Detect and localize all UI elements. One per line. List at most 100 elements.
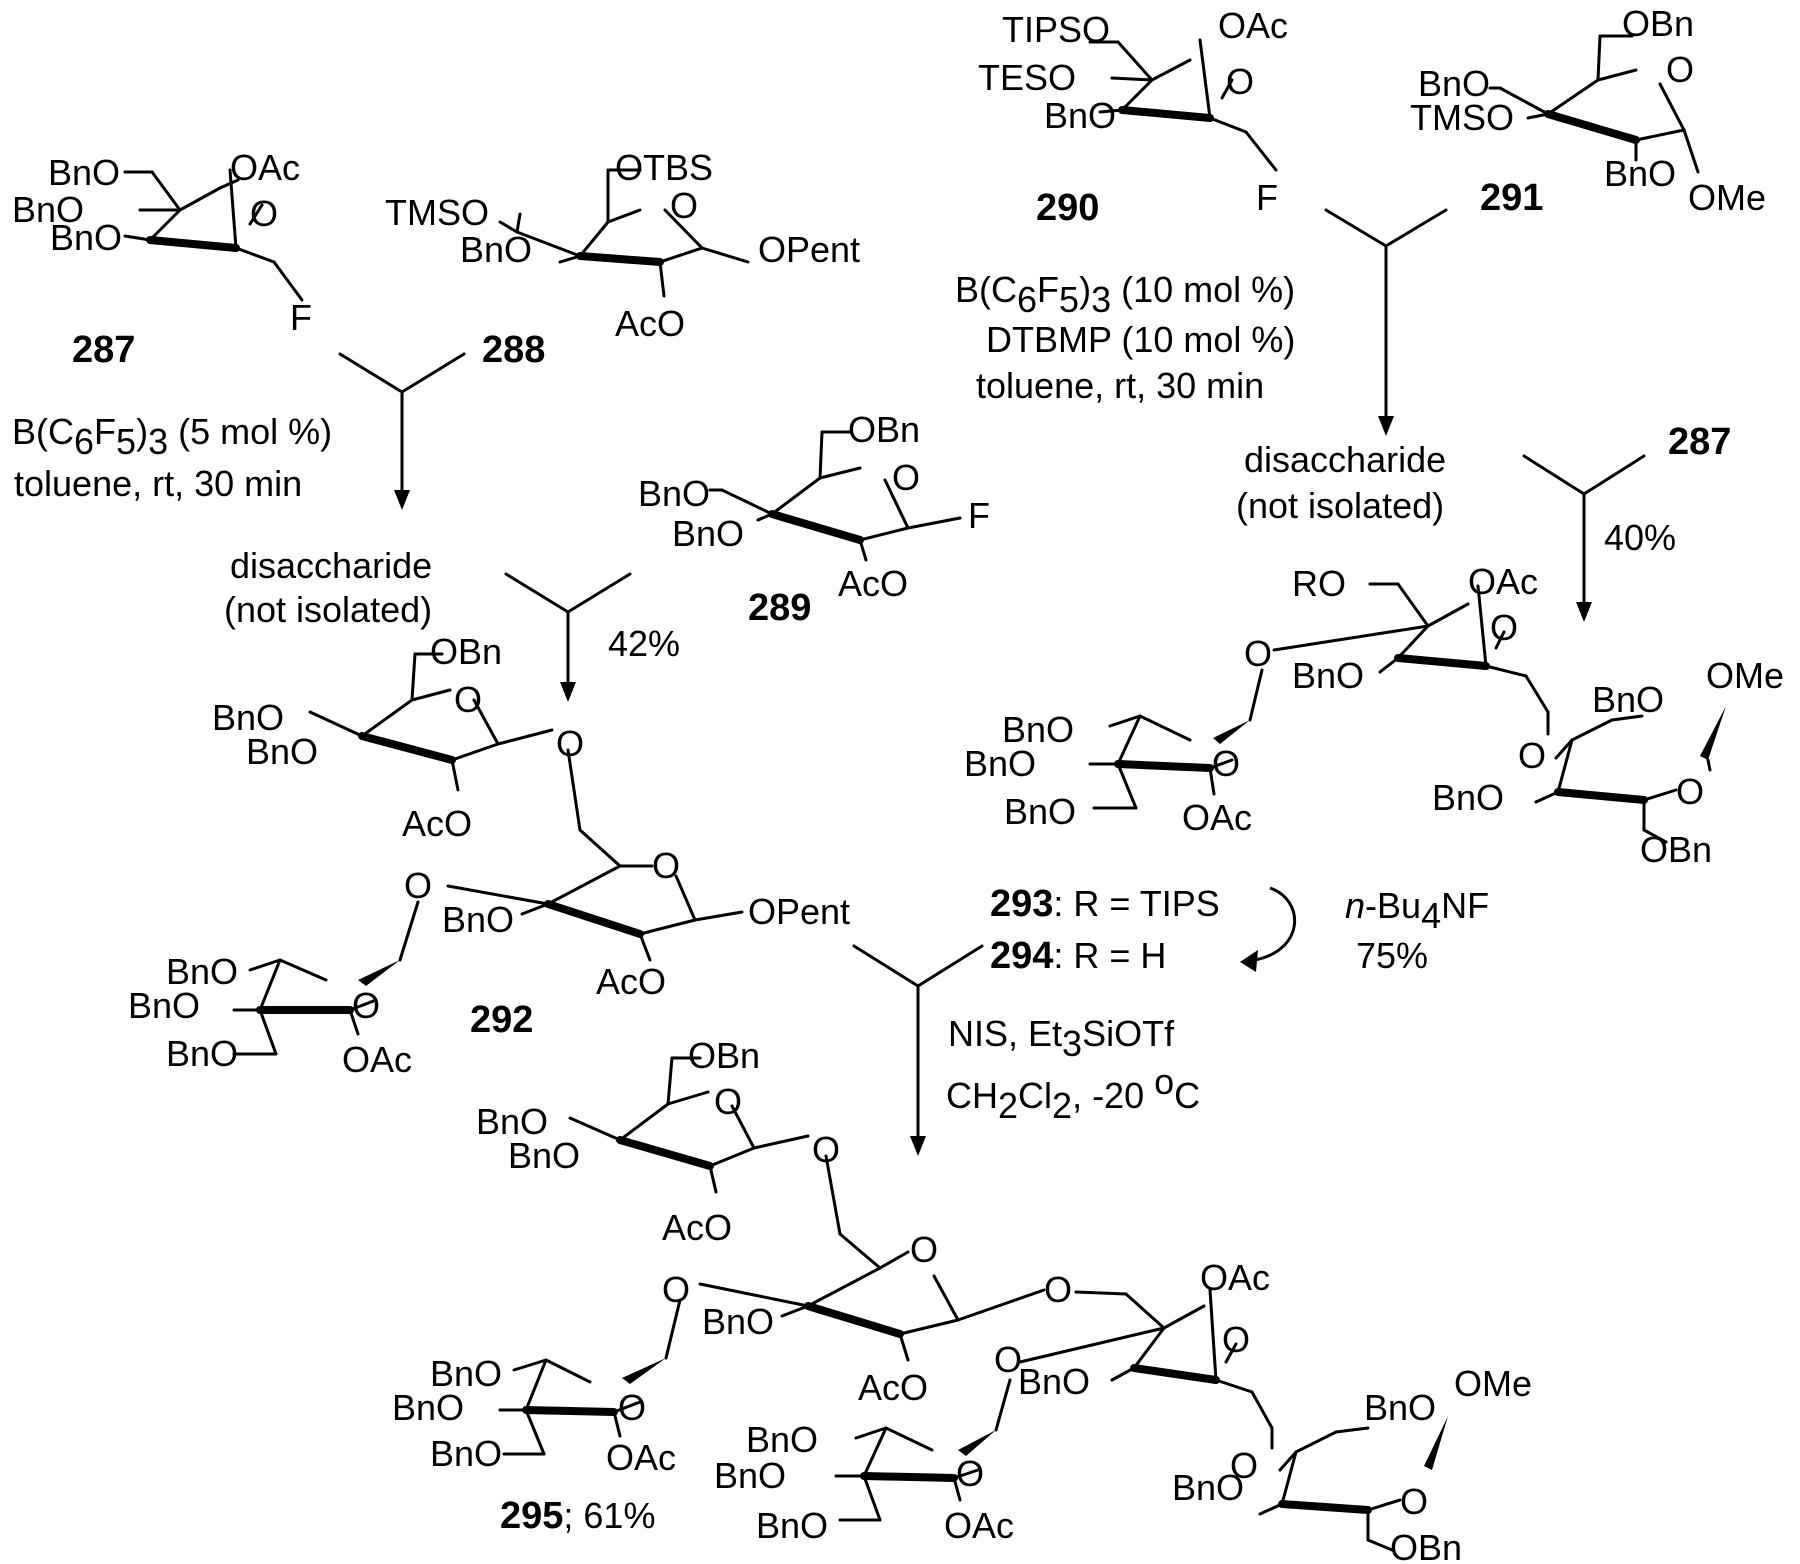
m295-link-o-5: O xyxy=(1230,1445,1258,1486)
step3-reagents: NIS, Et3SiOTf xyxy=(948,1013,1175,1064)
m293-ring-o-2: O xyxy=(1212,743,1240,784)
m293-oac-2: OAc xyxy=(1182,797,1252,838)
m292-aco-2: AcO xyxy=(596,961,666,1002)
m293-ring-o-1: O xyxy=(1490,607,1518,648)
m295-obn-2: OBn xyxy=(1390,1527,1462,1564)
label-287: 287 xyxy=(72,329,135,371)
m292-bno-2: BnO xyxy=(246,731,318,772)
step1-yield: 42% xyxy=(608,623,680,664)
m293-bno-4: BnO xyxy=(964,743,1036,784)
deprotection-arrow xyxy=(1254,886,1296,962)
m292-ring-o-3: O xyxy=(352,985,380,1026)
label-287-reagent: 287 xyxy=(1668,421,1731,463)
step2-catalyst: B(C6F5)3 (10 mol %) xyxy=(955,269,1295,320)
step1-intermediate-2: (not isolated) xyxy=(224,589,432,630)
step2-intermediate-1: disaccharide xyxy=(1244,439,1446,480)
step1-catalyst: B(C6F5)3 (5 mol %) xyxy=(12,411,332,462)
m295-bno-2: BnO xyxy=(508,1135,580,1176)
label-290: 290 xyxy=(1036,187,1099,229)
m295-ome: OMe xyxy=(1454,1363,1532,1404)
structure-288: OTBS TMSO O BnO OPent AcO 288 xyxy=(385,147,860,371)
m292-bno-6: BnO xyxy=(166,1033,238,1074)
m295-ring-o-1: O xyxy=(714,1081,742,1122)
m293-obn: OBn xyxy=(1640,829,1712,870)
structure-287: BnO OAc BnO O BnO F 287 xyxy=(12,147,312,371)
step3-arrow xyxy=(852,944,984,1156)
step2-base: DTBMP (10 mol %) xyxy=(986,319,1295,360)
tbaf-yield: 75% xyxy=(1356,935,1428,976)
m288-bno: BnO xyxy=(460,229,532,270)
m289-aco: AcO xyxy=(838,563,908,604)
m290-teso: TESO xyxy=(978,57,1076,98)
m295-ring-o-5: O xyxy=(956,1453,984,1494)
m292-link-o-1: O xyxy=(556,723,584,764)
m287-bno-1: BnO xyxy=(48,152,120,193)
m292-obn: OBn xyxy=(430,631,502,672)
label-293: 293 xyxy=(990,883,1053,925)
step2-yield: 40% xyxy=(1604,517,1676,558)
m295-bno-10: BnO xyxy=(714,1455,786,1496)
m293-bno-1: BnO xyxy=(1292,655,1364,696)
m295-ring-o-3: O xyxy=(1222,1319,1250,1360)
m287-oac: OAc xyxy=(230,147,300,188)
label-288: 288 xyxy=(482,329,545,371)
m292-opent: OPent xyxy=(748,891,850,932)
m287-f: F xyxy=(290,297,312,338)
m292-bno-3: BnO xyxy=(442,899,514,940)
m292-link-o-2: O xyxy=(404,865,432,906)
m295-bno-9: BnO xyxy=(746,1419,818,1460)
m295-ring-o-2: O xyxy=(910,1229,938,1270)
tbaf-reagent: n-Bu4NF xyxy=(1345,885,1489,936)
step1b-arrow xyxy=(504,572,632,702)
m295-bno-1: BnO xyxy=(476,1101,548,1142)
label-295: 295 xyxy=(500,1495,563,1537)
step1-solvent: toluene, rt, 30 min xyxy=(14,463,302,504)
m292-bno-4: BnO xyxy=(166,951,238,992)
m289-f: F xyxy=(968,495,990,536)
m290-f: F xyxy=(1256,177,1278,218)
structure-295: OBn BnO O BnO O AcO O O OAc BnO O AcO O … xyxy=(392,1035,1532,1564)
label-292: 292 xyxy=(470,999,533,1041)
step1-arrow xyxy=(338,352,466,510)
m292-oac: OAc xyxy=(342,1039,412,1080)
m295-bno-5: BnO xyxy=(430,1353,502,1394)
m289-bno-2: BnO xyxy=(672,513,744,554)
m291-ome: OMe xyxy=(1688,177,1766,218)
m288-opent: OPent xyxy=(758,229,860,270)
m295-obn-1: OBn xyxy=(688,1035,760,1076)
m289-obn: OBn xyxy=(848,409,920,450)
m290-oac: OAc xyxy=(1218,5,1288,46)
m293-oac-1: OAc xyxy=(1468,561,1538,602)
m291-tmso: TMSO xyxy=(1410,97,1514,138)
step2-intermediate-2: (not isolated) xyxy=(1236,485,1444,526)
label-291: 291 xyxy=(1480,177,1543,219)
m293-ring-o-3: O xyxy=(1676,771,1704,812)
label-293-line: 293: R = TIPS xyxy=(990,883,1220,925)
m295-bno-6: BnO xyxy=(392,1387,464,1428)
m293-bno-3: BnO xyxy=(1002,709,1074,750)
deprotection-arrowhead xyxy=(1240,950,1258,972)
m295-ring-o-6: O xyxy=(1400,1481,1428,1522)
m288-ring-o: O xyxy=(670,185,698,226)
m295-link-o-4: O xyxy=(994,1339,1022,1380)
m292-aco-1: AcO xyxy=(402,803,472,844)
structure-289: OBn BnO O BnO F AcO 289 xyxy=(638,409,990,629)
m295-bno-7: BnO xyxy=(1364,1387,1436,1428)
m293-bno-6: BnO xyxy=(1004,791,1076,832)
r294-def: : R = H xyxy=(1053,935,1166,976)
m289-bno-1: BnO xyxy=(638,473,710,514)
m295-bno-12: BnO xyxy=(756,1505,828,1546)
m293-link-o-1: O xyxy=(1244,633,1272,674)
structure-292: OBn BnO O BnO O AcO O O BnO OPent AcO Bn… xyxy=(128,631,850,1080)
m291-ring-o: O xyxy=(1666,49,1694,90)
m295-bno-4: BnO xyxy=(1018,1361,1090,1402)
label-295-line: 295; 61% xyxy=(500,1495,655,1537)
m295-aco-1: AcO xyxy=(662,1207,732,1248)
m295-link-o-2: O xyxy=(1044,1269,1072,1310)
m295-link-o-3: O xyxy=(662,1269,690,1310)
m287-bno-3: BnO xyxy=(50,217,122,258)
m293-bno-2: BnO xyxy=(1592,679,1664,720)
step3-solvent: CH2Cl2, -20 oC xyxy=(946,1061,1200,1126)
m292-ring-o-2: O xyxy=(652,845,680,886)
